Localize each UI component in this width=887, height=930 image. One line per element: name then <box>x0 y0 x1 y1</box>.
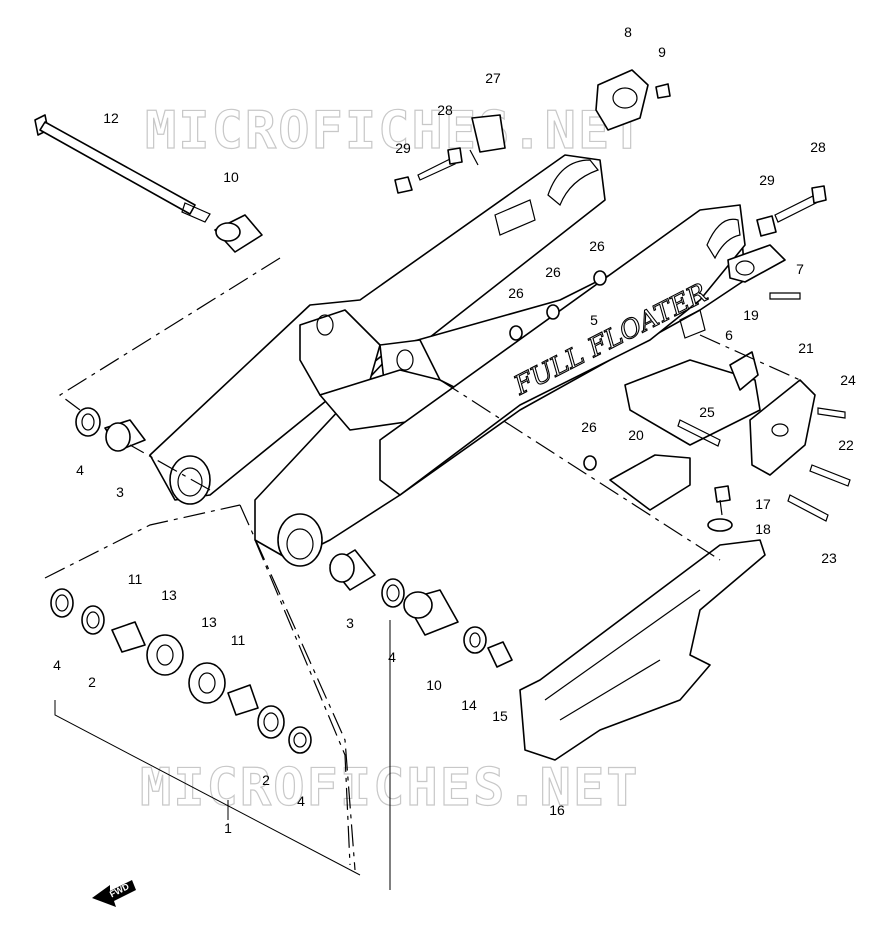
label-20: 20 <box>628 427 644 443</box>
chain-slider <box>519 539 766 761</box>
label-13: 13 <box>201 614 217 630</box>
label-4: 4 <box>388 649 396 665</box>
label-28: 28 <box>810 139 826 155</box>
label-2: 2 <box>262 772 270 788</box>
label-15: 15 <box>492 708 508 724</box>
label-21: 21 <box>798 340 814 356</box>
watermark-top: MICROFICHES.NET <box>145 101 645 161</box>
label-11: 11 <box>128 571 143 587</box>
label-5: 5 <box>590 312 598 328</box>
label-4: 4 <box>76 462 84 478</box>
label-27: 27 <box>485 70 501 86</box>
label-23: 23 <box>821 550 837 566</box>
fwd-arrow-icon: FWD <box>92 880 136 907</box>
label-28: 28 <box>437 102 453 118</box>
label-12: 12 <box>103 110 119 126</box>
label-26: 26 <box>545 264 561 280</box>
label-3: 3 <box>346 615 354 631</box>
label-18: 18 <box>755 521 771 537</box>
label-26: 26 <box>581 419 597 435</box>
label-17: 17 <box>755 496 771 512</box>
label-7: 7 <box>796 261 804 277</box>
watermark-bottom: MICROFICHES.NET <box>140 758 640 818</box>
label-26: 26 <box>589 238 605 254</box>
label-26: 26 <box>508 285 524 301</box>
label-14: 14 <box>461 697 477 713</box>
label-2: 2 <box>88 674 96 690</box>
label-1: 1 <box>224 820 232 836</box>
label-29: 29 <box>759 172 775 188</box>
part-labels: 1 2 2 3 3 4 4 4 4 5 6 7 8 9 10 10 11 11 … <box>53 24 856 836</box>
label-6: 6 <box>725 327 733 343</box>
label-13: 13 <box>161 587 177 603</box>
label-16: 16 <box>549 802 565 818</box>
label-11: 11 <box>231 632 246 648</box>
label-29: 29 <box>395 140 411 156</box>
lower-bushings <box>50 407 513 754</box>
label-25: 25 <box>699 404 715 420</box>
label-10: 10 <box>426 677 442 693</box>
label-4: 4 <box>297 793 305 809</box>
alignment-lines <box>44 149 801 890</box>
label-4: 4 <box>53 657 61 673</box>
upper-hardware <box>214 69 827 471</box>
label-10: 10 <box>223 169 239 185</box>
pivot-shaft <box>34 114 211 223</box>
label-19: 19 <box>743 307 759 323</box>
label-8: 8 <box>624 24 632 40</box>
chain-guide-assembly <box>609 351 851 532</box>
label-24: 24 <box>840 372 856 388</box>
label-3: 3 <box>116 484 124 500</box>
label-22: 22 <box>838 437 854 453</box>
label-9: 9 <box>658 44 666 60</box>
